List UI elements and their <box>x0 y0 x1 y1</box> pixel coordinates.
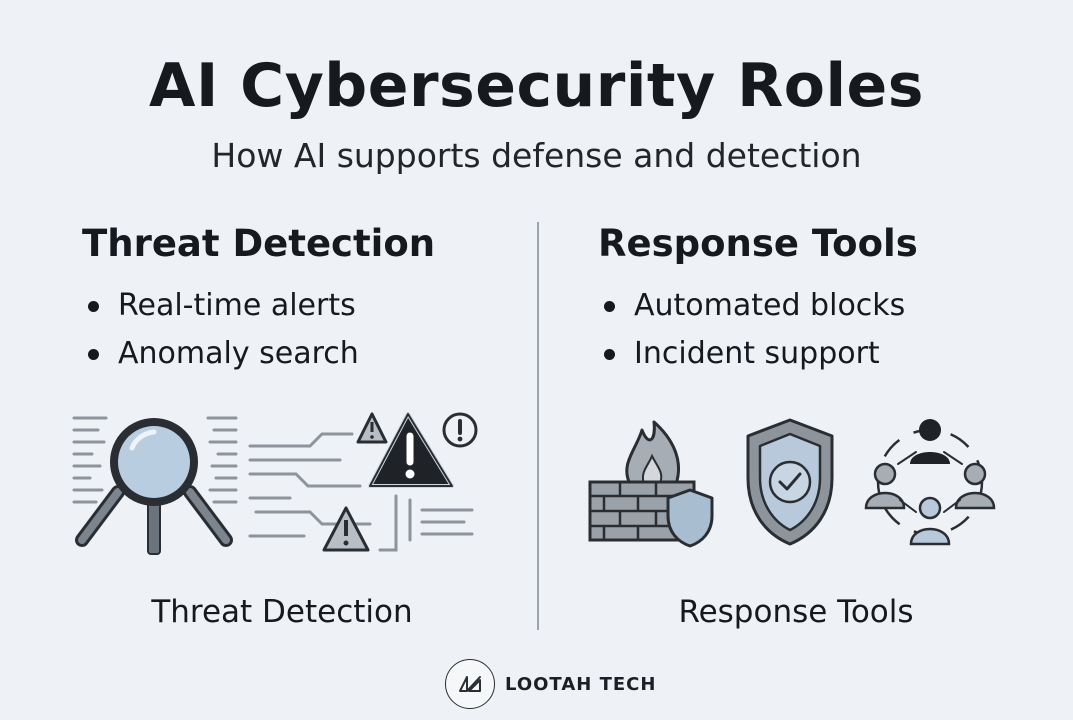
data-stream-icon <box>72 416 238 504</box>
brand-name: LOOTAH TECH <box>505 673 657 695</box>
bullet-icon <box>604 349 615 360</box>
bullet-list: Automated blocks Incident support <box>598 282 1073 378</box>
list-item: Automated blocks <box>598 282 1073 330</box>
list-item-label: Automated blocks <box>634 288 906 323</box>
bullet-icon <box>88 349 99 360</box>
response-tools-illustration <box>588 418 996 548</box>
list-item-label: Real-time alerts <box>118 288 356 323</box>
page-subtitle: How AI supports defense and detection <box>211 136 862 175</box>
threat-detection-illustration <box>72 412 478 555</box>
list-item: Real-time alerts <box>82 282 582 330</box>
section-heading: Threat Detection <box>82 222 436 265</box>
warning-triangle-icon <box>368 412 454 488</box>
list-item: Anomaly search <box>82 330 582 378</box>
brand-footer: LOOTAH TECH <box>445 656 656 712</box>
column-divider <box>537 222 539 630</box>
exclamation-circle-icon <box>442 412 478 448</box>
list-item-label: Incident support <box>634 336 880 371</box>
threat-detection-section: Threat Detection Real-time alerts Anomal… <box>82 220 582 378</box>
warning-triangle-icon <box>356 412 388 444</box>
response-tools-section: Response Tools Automated blocks Incident… <box>598 220 1073 378</box>
bullet-icon <box>88 301 99 312</box>
bullet-icon <box>604 301 615 312</box>
shield-check-icon <box>746 418 834 546</box>
page-title: AI Cybersecurity Roles <box>149 51 924 121</box>
circuit-lines-icon <box>248 432 474 552</box>
response-tools-caption: Response Tools <box>678 594 914 630</box>
list-item-label: Anomaly search <box>118 336 359 371</box>
bullet-list: Real-time alerts Anomaly search <box>82 282 582 378</box>
team-network-icon <box>864 419 996 546</box>
brand-logo <box>445 659 495 709</box>
warning-triangle-icon <box>322 506 370 552</box>
firewall-icon <box>588 420 714 548</box>
brand-logo-icon <box>459 676 481 692</box>
section-heading: Response Tools <box>598 222 918 265</box>
list-item: Incident support <box>598 330 1073 378</box>
magnifying-glass-icon <box>75 418 233 555</box>
threat-detection-caption: Threat Detection <box>151 594 413 630</box>
